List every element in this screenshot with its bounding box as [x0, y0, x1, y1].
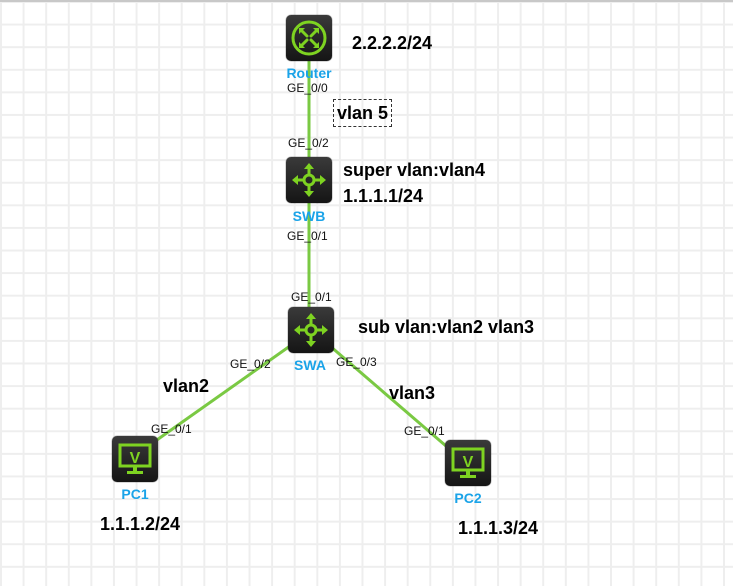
port-label-pc2-ge01: GE_0/1	[404, 424, 445, 438]
port-label-swb-ge01: GE_0/1	[287, 229, 328, 243]
note-router-ip: 2.2.2.2/24	[352, 33, 433, 53]
port-label-pc1-ge01: GE_0/1	[151, 422, 192, 436]
swa-device[interactable]	[288, 307, 334, 353]
link-swa-pc1[interactable]	[153, 344, 291, 444]
pc2-label: PC2	[454, 490, 482, 506]
router-label: Router	[286, 65, 332, 81]
switch-icon	[294, 313, 328, 347]
svg-text:V: V	[463, 454, 474, 471]
note-vlan2: vlan2	[163, 376, 210, 396]
port-label-router-ge00: GE_0/0	[287, 81, 328, 95]
note-vlan5: vlan 5	[333, 99, 393, 127]
port-label-swa-ge02: GE_0/2	[230, 357, 271, 371]
pc1-label: PC1	[121, 486, 149, 502]
note-vlan3: vlan3	[389, 383, 436, 403]
pc1-device[interactable]: V	[112, 436, 158, 482]
link-swa-pc2[interactable]	[329, 344, 447, 448]
note-swa-sub-vlan: sub vlan:vlan2 vlan3	[358, 317, 535, 337]
switch-icon	[292, 163, 326, 197]
note-pc2-ip: 1.1.1.3/24	[458, 518, 539, 538]
swb-device[interactable]	[286, 157, 332, 203]
port-label-swb-ge02: GE_0/2	[288, 136, 329, 150]
pc-icon: V	[451, 447, 485, 478]
svg-text:V: V	[130, 450, 141, 467]
port-label-swa-ge01: GE_0/1	[291, 290, 332, 304]
canvas-top-border	[0, 0, 733, 2]
pc-icon: V	[118, 443, 152, 474]
swb-label: SWB	[292, 208, 326, 224]
swa-label: SWA	[294, 357, 326, 373]
note-swb-super-vlan: super vlan:vlan4	[343, 160, 486, 180]
router-icon	[291, 20, 327, 56]
note-pc1-ip: 1.1.1.2/24	[100, 514, 181, 534]
port-label-swa-ge03: GE_0/3	[336, 355, 377, 369]
pc2-device[interactable]: V	[445, 440, 491, 486]
router-device[interactable]	[286, 15, 332, 61]
note-swb-ip: 1.1.1.1/24	[343, 186, 424, 206]
